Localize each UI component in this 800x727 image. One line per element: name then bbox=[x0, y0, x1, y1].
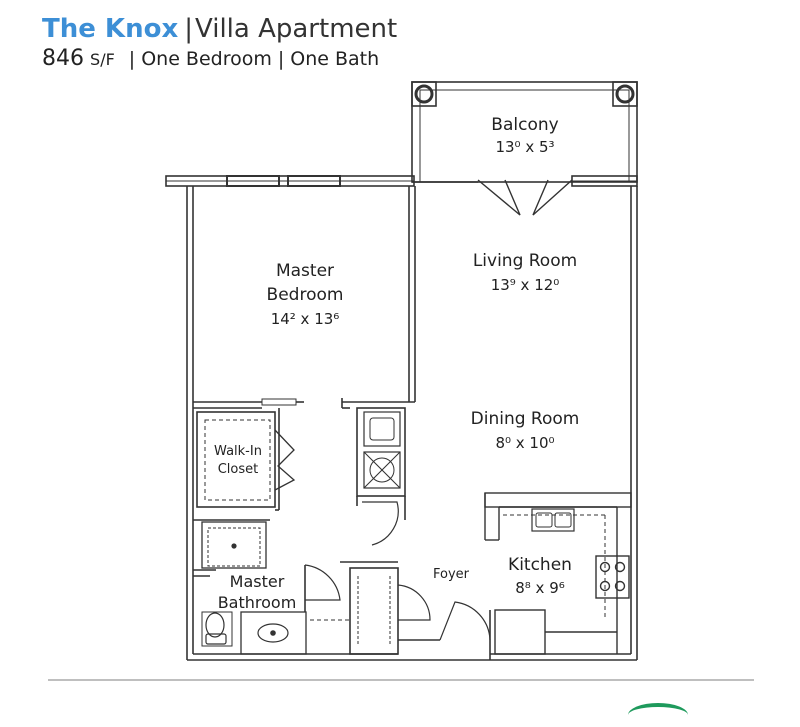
foyer-name: Foyer bbox=[433, 567, 470, 582]
kitchen-dims: 8⁸ x 9⁶ bbox=[515, 579, 565, 597]
subtitle-separator: | bbox=[128, 48, 136, 70]
brand-logo-arc bbox=[628, 703, 688, 727]
living-room-dims: 13⁹ x 12⁰ bbox=[491, 276, 560, 294]
plan-type: Villa Apartment bbox=[195, 14, 398, 44]
kitchen-name: Kitchen bbox=[508, 555, 572, 575]
interior-walls bbox=[193, 186, 491, 660]
square-footage: 846 bbox=[42, 46, 84, 71]
subtitle-separator: | bbox=[277, 48, 285, 70]
room-labels: Balcony 13⁰ x 5³ Living Room 13⁹ x 12⁰ M… bbox=[214, 115, 579, 612]
balcony-posts bbox=[411, 81, 638, 107]
balcony-door bbox=[477, 179, 573, 216]
bedroom-name-line2: Bedroom bbox=[267, 285, 344, 305]
dining-room-dims: 8⁰ x 10⁰ bbox=[495, 434, 554, 452]
footer-divider bbox=[48, 679, 754, 681]
plan-header: The Knox|Villa Apartment 846 S/F|One Bed… bbox=[42, 12, 397, 73]
bedroom-dims: 14² x 13⁶ bbox=[271, 310, 340, 328]
square-footage-unit: S/F bbox=[90, 50, 115, 69]
plan-title: The Knox|Villa Apartment bbox=[42, 12, 397, 46]
bath-count: One Bath bbox=[290, 48, 380, 70]
bathroom-name-line2: Bathroom bbox=[218, 593, 297, 612]
living-room-name: Living Room bbox=[473, 251, 577, 271]
plan-subtitle: 846 S/F|One Bedroom|One Bath bbox=[42, 46, 397, 73]
balcony-dims: 13⁰ x 5³ bbox=[495, 138, 554, 156]
bathroom-name-line1: Master bbox=[230, 572, 285, 591]
dining-room-name: Dining Room bbox=[471, 409, 580, 429]
bedroom-name-line1: Master bbox=[276, 261, 334, 281]
balcony-name: Balcony bbox=[491, 115, 558, 135]
bedroom-count: One Bedroom bbox=[141, 48, 272, 70]
exterior-walls bbox=[165, 81, 638, 661]
kitchen-fixtures bbox=[484, 492, 632, 655]
closet-name-line2: Closet bbox=[218, 462, 259, 477]
title-separator: | bbox=[184, 14, 193, 44]
closet-name-line1: Walk-In bbox=[214, 444, 262, 459]
plan-name: The Knox bbox=[42, 14, 179, 44]
